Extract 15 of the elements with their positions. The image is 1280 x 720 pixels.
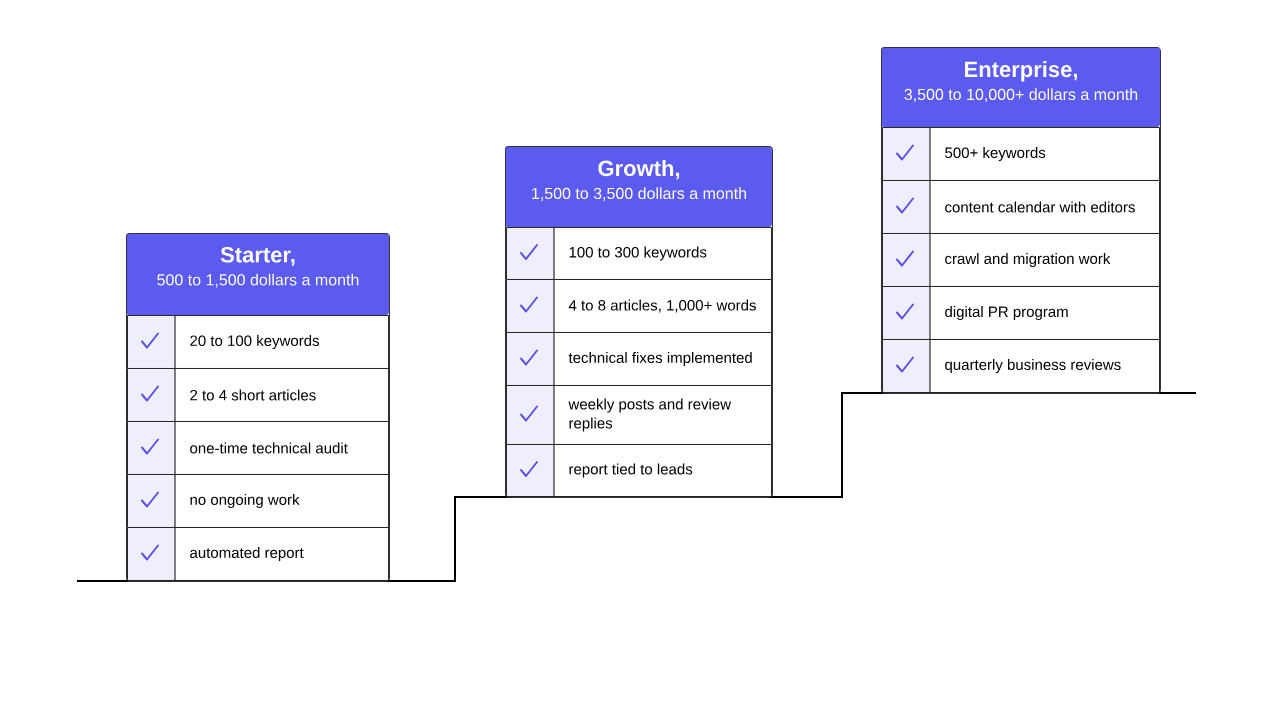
feature-row: weekly posts and review replies [506, 384, 772, 445]
feature-row: one-time technical audit [127, 420, 389, 475]
feature-row: content calendar with editors [882, 179, 1160, 234]
feature-row: 2 to 4 short articles [127, 367, 389, 422]
feature-row: no ongoing work [127, 473, 389, 528]
feature-row: 100 to 300 keywords [506, 226, 772, 280]
feature-row: automated report [127, 526, 389, 581]
feature-row: crawl and migration work [882, 232, 1160, 287]
feature-row: 4 to 8 articles, 1,000+ words [506, 278, 772, 333]
feature-row: digital PR program [882, 285, 1160, 340]
feature-row: technical fixes implemented [506, 331, 772, 386]
feature-row: 500+ keywords [882, 126, 1160, 181]
feature-row: quarterly business reviews [882, 338, 1160, 393]
feature-row: 20 to 100 keywords [127, 314, 389, 369]
feature-row: report tied to leads [506, 443, 772, 497]
